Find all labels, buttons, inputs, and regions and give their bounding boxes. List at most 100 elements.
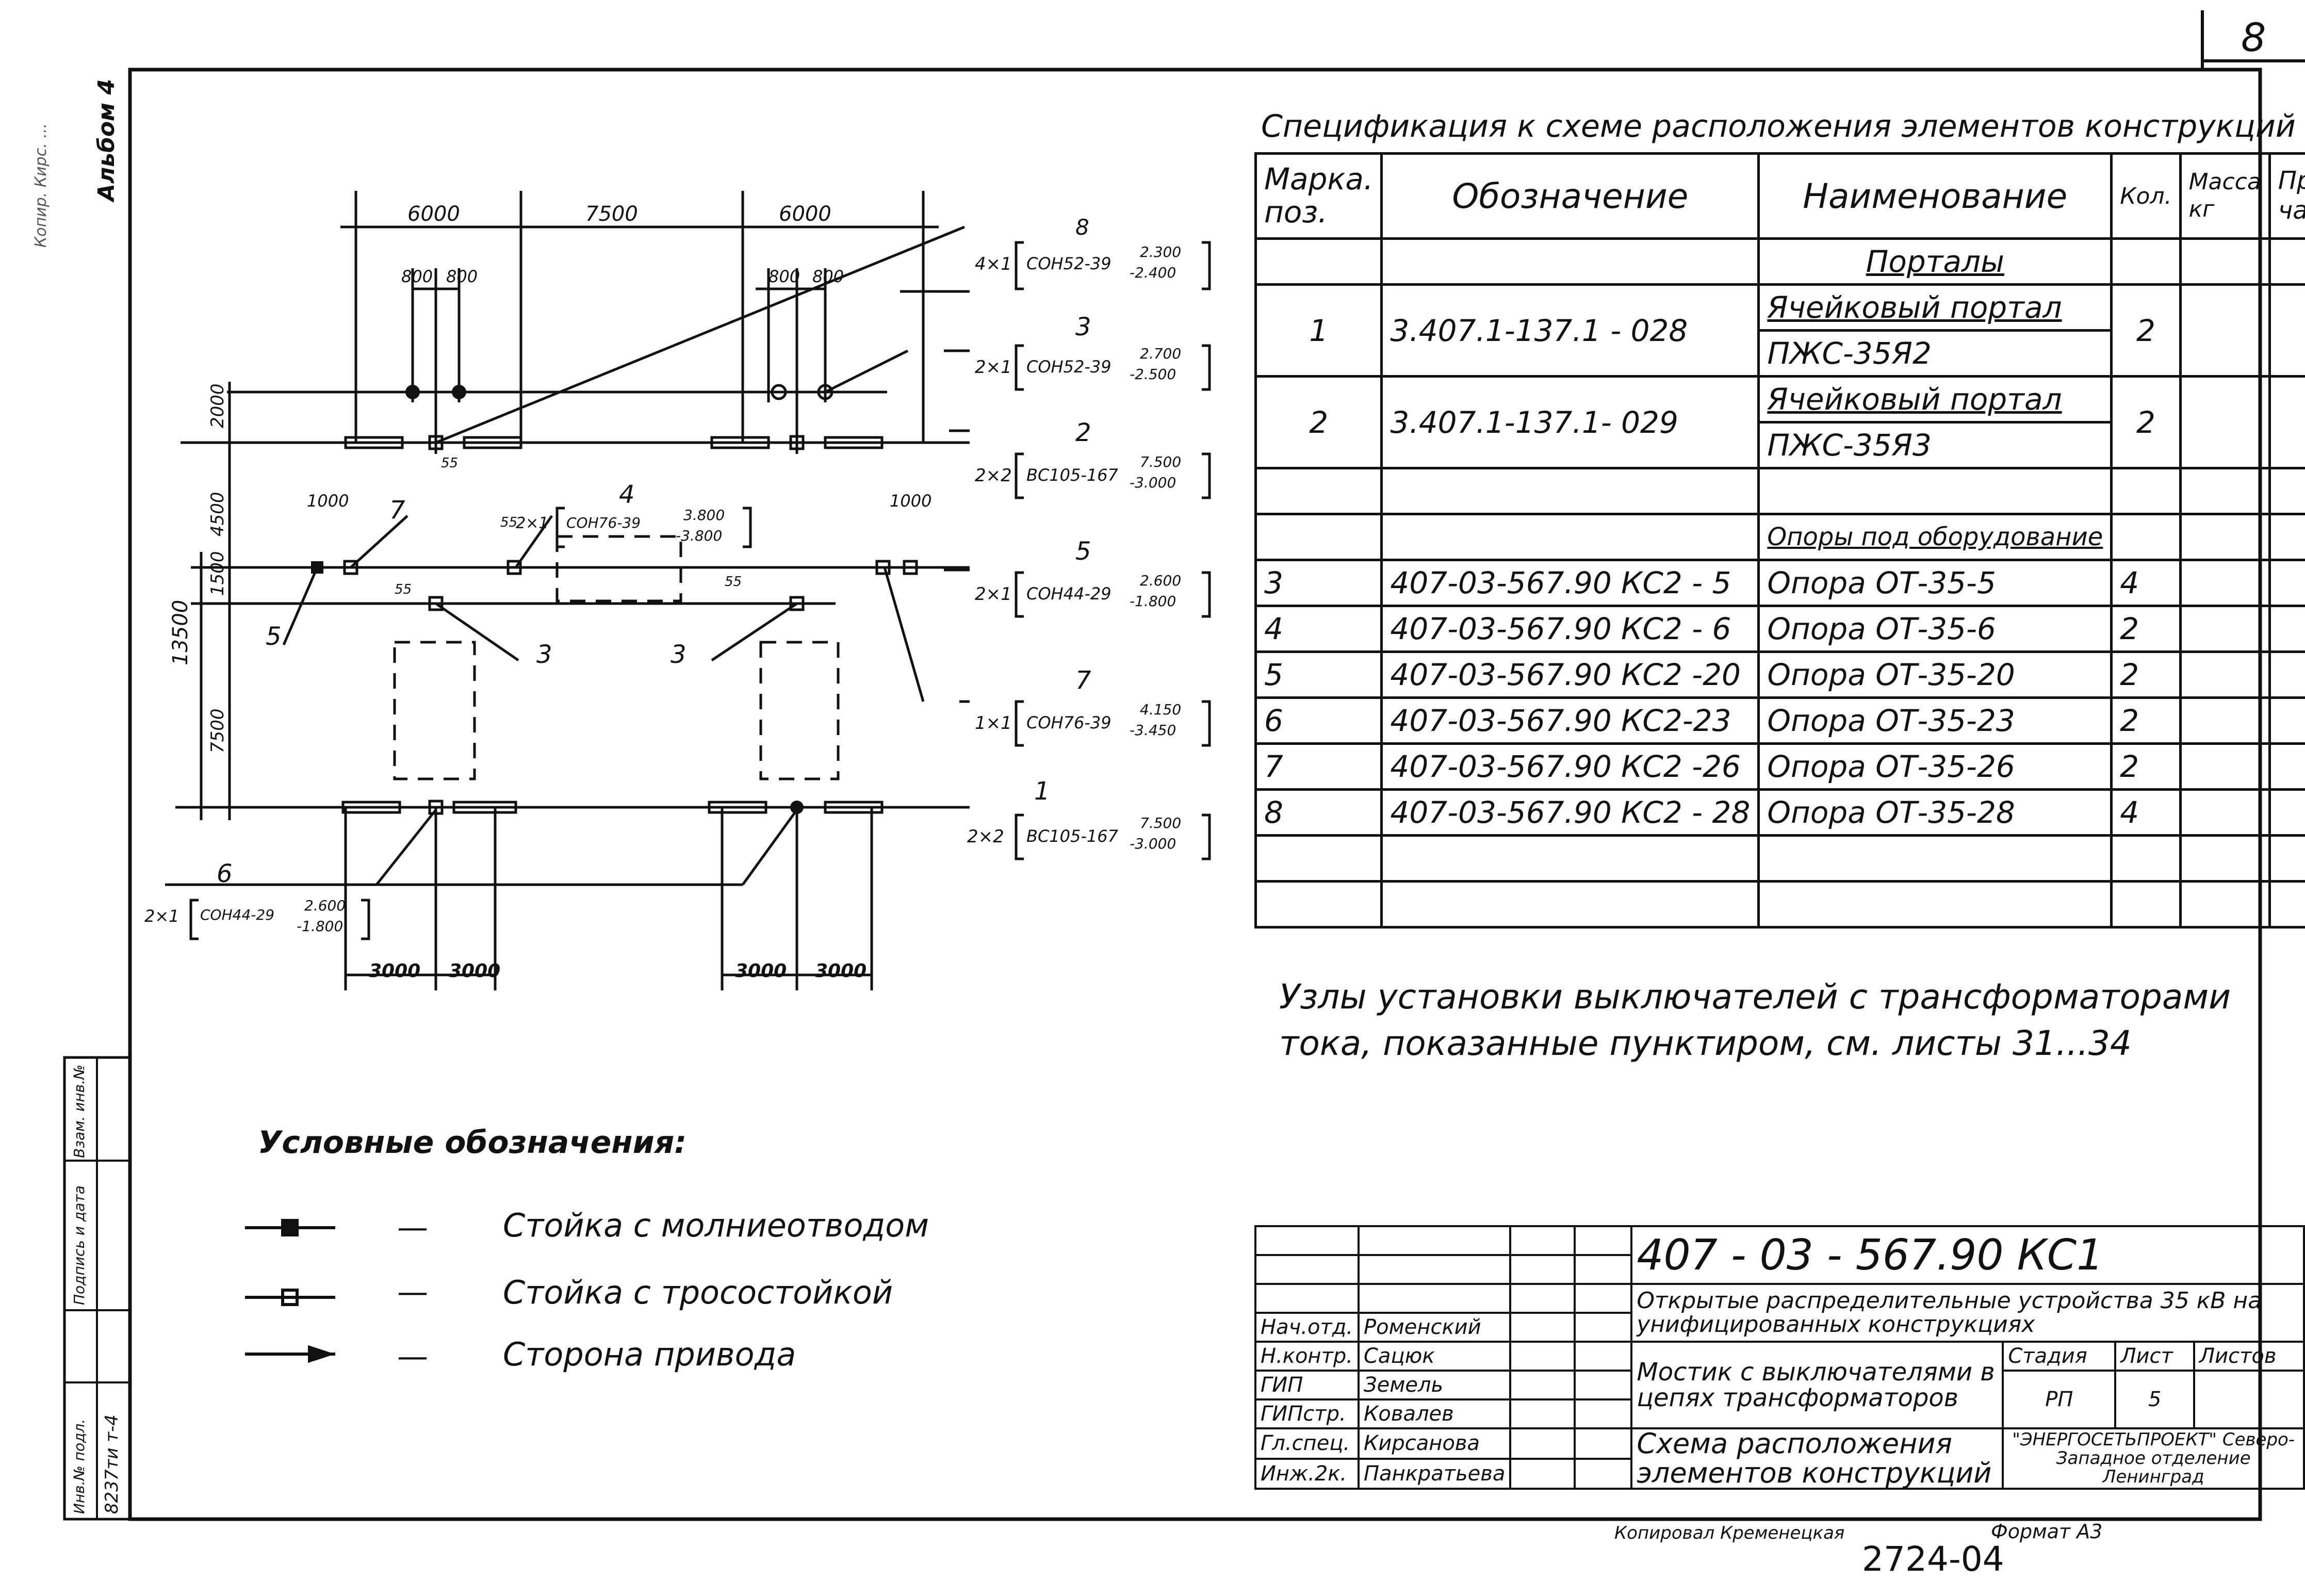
dim-1000-left: 1000 bbox=[307, 491, 349, 511]
callout-top: 2.600 bbox=[1140, 572, 1182, 589]
object-name: Мостик с выключателями в цепях трансформ… bbox=[1630, 1341, 2004, 1429]
lightning-post-icon bbox=[281, 1219, 299, 1236]
callout-bottom: -1.800 bbox=[1130, 593, 1176, 610]
callout-bottom: -3.450 bbox=[1130, 722, 1176, 739]
support-icon bbox=[875, 560, 891, 575]
callout-top: 3.800 bbox=[683, 507, 725, 524]
callout-code: СОН52-39 bbox=[1026, 254, 1111, 273]
hdr-note: Приме- чание bbox=[2268, 152, 2305, 240]
hdr-name: Наименование bbox=[1757, 152, 2113, 240]
legend-item-lightning: Стойка с молниеотводом bbox=[503, 1207, 929, 1244]
support-icon bbox=[343, 560, 358, 575]
cable-post-icon bbox=[789, 435, 805, 450]
dim-55-b: 55 bbox=[500, 515, 518, 530]
legend-dash: — bbox=[397, 1274, 428, 1310]
dim-v-7500: 7500 bbox=[207, 708, 228, 753]
title-block: 407 - 03 - 567.90 КС1 Открытые распредел… bbox=[1254, 1225, 2305, 1490]
callout-bottom: -2.500 bbox=[1130, 366, 1176, 383]
format-label: Формат А3 bbox=[1991, 1520, 2103, 1543]
callout-spec: 2×2 bbox=[975, 465, 1012, 486]
sheet-number-box bbox=[2201, 10, 2305, 70]
callout-brackets bbox=[189, 241, 1211, 940]
inv-no-label: Инв.№ подл. bbox=[71, 1419, 88, 1514]
table-row: 2 3.407.1-137.1- 029 Ячейковый портал 2 bbox=[1254, 375, 2305, 469]
group-portals: Порталы bbox=[1757, 237, 2113, 286]
callout-code: СОН76-39 bbox=[1026, 713, 1111, 732]
group-supports: Опоры под оборудование bbox=[1757, 513, 2113, 561]
lightning-post-icon bbox=[790, 801, 804, 814]
callout-code: СОН44-29 bbox=[1026, 584, 1111, 604]
callout-top: 2.700 bbox=[1140, 345, 1182, 362]
dim-55-c: 55 bbox=[725, 574, 742, 590]
dim-small-r1: 800 bbox=[769, 267, 800, 286]
hdr-qty: Кол. bbox=[2110, 152, 2182, 240]
leader-mark-3a: 3 bbox=[536, 640, 552, 669]
callout-spec: 2×1 bbox=[516, 514, 549, 532]
dim-top-3: 6000 bbox=[779, 202, 831, 226]
callout-spec: 2×1 bbox=[975, 584, 1012, 605]
replace-inv-label: Взам. инв.№ bbox=[71, 1064, 88, 1158]
callout-spec: 1×1 bbox=[975, 713, 1012, 734]
specification-table: Марка. поз. Обозначение Наименование Кол… bbox=[1254, 152, 2305, 929]
support-icon bbox=[903, 560, 918, 575]
copied-by: Копировал Кременецкая bbox=[1614, 1523, 1845, 1543]
leader-mark-5: 5 bbox=[266, 622, 282, 651]
callout-bottom: -3.000 bbox=[1130, 474, 1176, 491]
callout-top: 7.500 bbox=[1140, 815, 1182, 832]
legend-item-cable: Стойка с тросостойкой bbox=[503, 1274, 893, 1311]
dim-v-4500: 4500 bbox=[207, 492, 228, 536]
dim-bottom-2: 3000 bbox=[449, 960, 501, 982]
drive-side-icon bbox=[308, 1345, 335, 1363]
callout-bottom: -3.000 bbox=[1130, 835, 1176, 852]
dim-v-2000: 2000 bbox=[207, 383, 228, 428]
callout-code: СОН76-39 bbox=[566, 514, 641, 531]
cable-post-icon bbox=[428, 800, 444, 815]
album-label: Альбом 4 bbox=[93, 79, 120, 201]
dim-bottom-1: 3000 bbox=[369, 960, 421, 982]
sheet-name: Схема расположения элементов конструкций bbox=[1630, 1427, 2004, 1490]
dim-55-d: 55 bbox=[395, 582, 412, 597]
callout-bottom: -1.800 bbox=[297, 918, 344, 935]
cable-post-icon bbox=[428, 435, 444, 450]
legend-symbols bbox=[245, 1219, 335, 1363]
plan-drawing bbox=[165, 191, 970, 990]
callout-top: 7.500 bbox=[1140, 453, 1182, 470]
callout-bottom: -3.800 bbox=[676, 527, 723, 544]
callout-spec: 2×1 bbox=[975, 357, 1012, 378]
hdr-mark: Марка. поз. bbox=[1254, 152, 1383, 240]
dim-top-1: 6000 bbox=[407, 202, 460, 226]
support-icon bbox=[428, 596, 444, 611]
post-markers bbox=[311, 384, 918, 815]
note-line-2: тока, показанные пунктиром, см. листы 31… bbox=[1279, 1023, 2132, 1063]
dim-bottom-4: 3000 bbox=[815, 960, 867, 982]
copy-stamp: Копир. Кирс. ... bbox=[32, 123, 50, 248]
dim-small-r2: 800 bbox=[812, 267, 844, 286]
callout-code: СОН44-29 bbox=[200, 906, 275, 923]
leader-mark-3b: 3 bbox=[671, 640, 686, 669]
leader-mark-7: 7 bbox=[389, 496, 405, 525]
callout-mark: 1 bbox=[1034, 777, 1050, 806]
dim-55-a: 55 bbox=[441, 455, 459, 471]
post-icon bbox=[771, 384, 787, 400]
hdr-mass: Масса кг bbox=[2179, 152, 2271, 240]
organization: "ЭНЕРГОСЕТЬПРОЕКТ" Северо-Западное отдел… bbox=[2002, 1427, 2305, 1490]
callout-spec: 4×1 bbox=[975, 254, 1012, 274]
callout-code: СОН52-39 bbox=[1026, 357, 1111, 377]
callout-mark: 8 bbox=[1075, 215, 1089, 240]
legend-item-drive: Сторона привода bbox=[503, 1336, 796, 1373]
support-icon bbox=[311, 561, 323, 574]
support-icon bbox=[506, 560, 522, 575]
sign-date-label: Подпись и дата bbox=[71, 1185, 88, 1305]
dim-small-l1: 800 bbox=[401, 267, 433, 286]
legend-title: Условные обозначения: bbox=[258, 1125, 687, 1161]
callout-top: 2.300 bbox=[1140, 243, 1182, 260]
table-row: 1 3.407.1-137.1 - 028 Ячейковый портал 2 bbox=[1254, 283, 2305, 378]
callout-mark: 4 bbox=[619, 480, 635, 509]
spec-title: Спецификация к схеме расположения элемен… bbox=[1261, 108, 2296, 144]
